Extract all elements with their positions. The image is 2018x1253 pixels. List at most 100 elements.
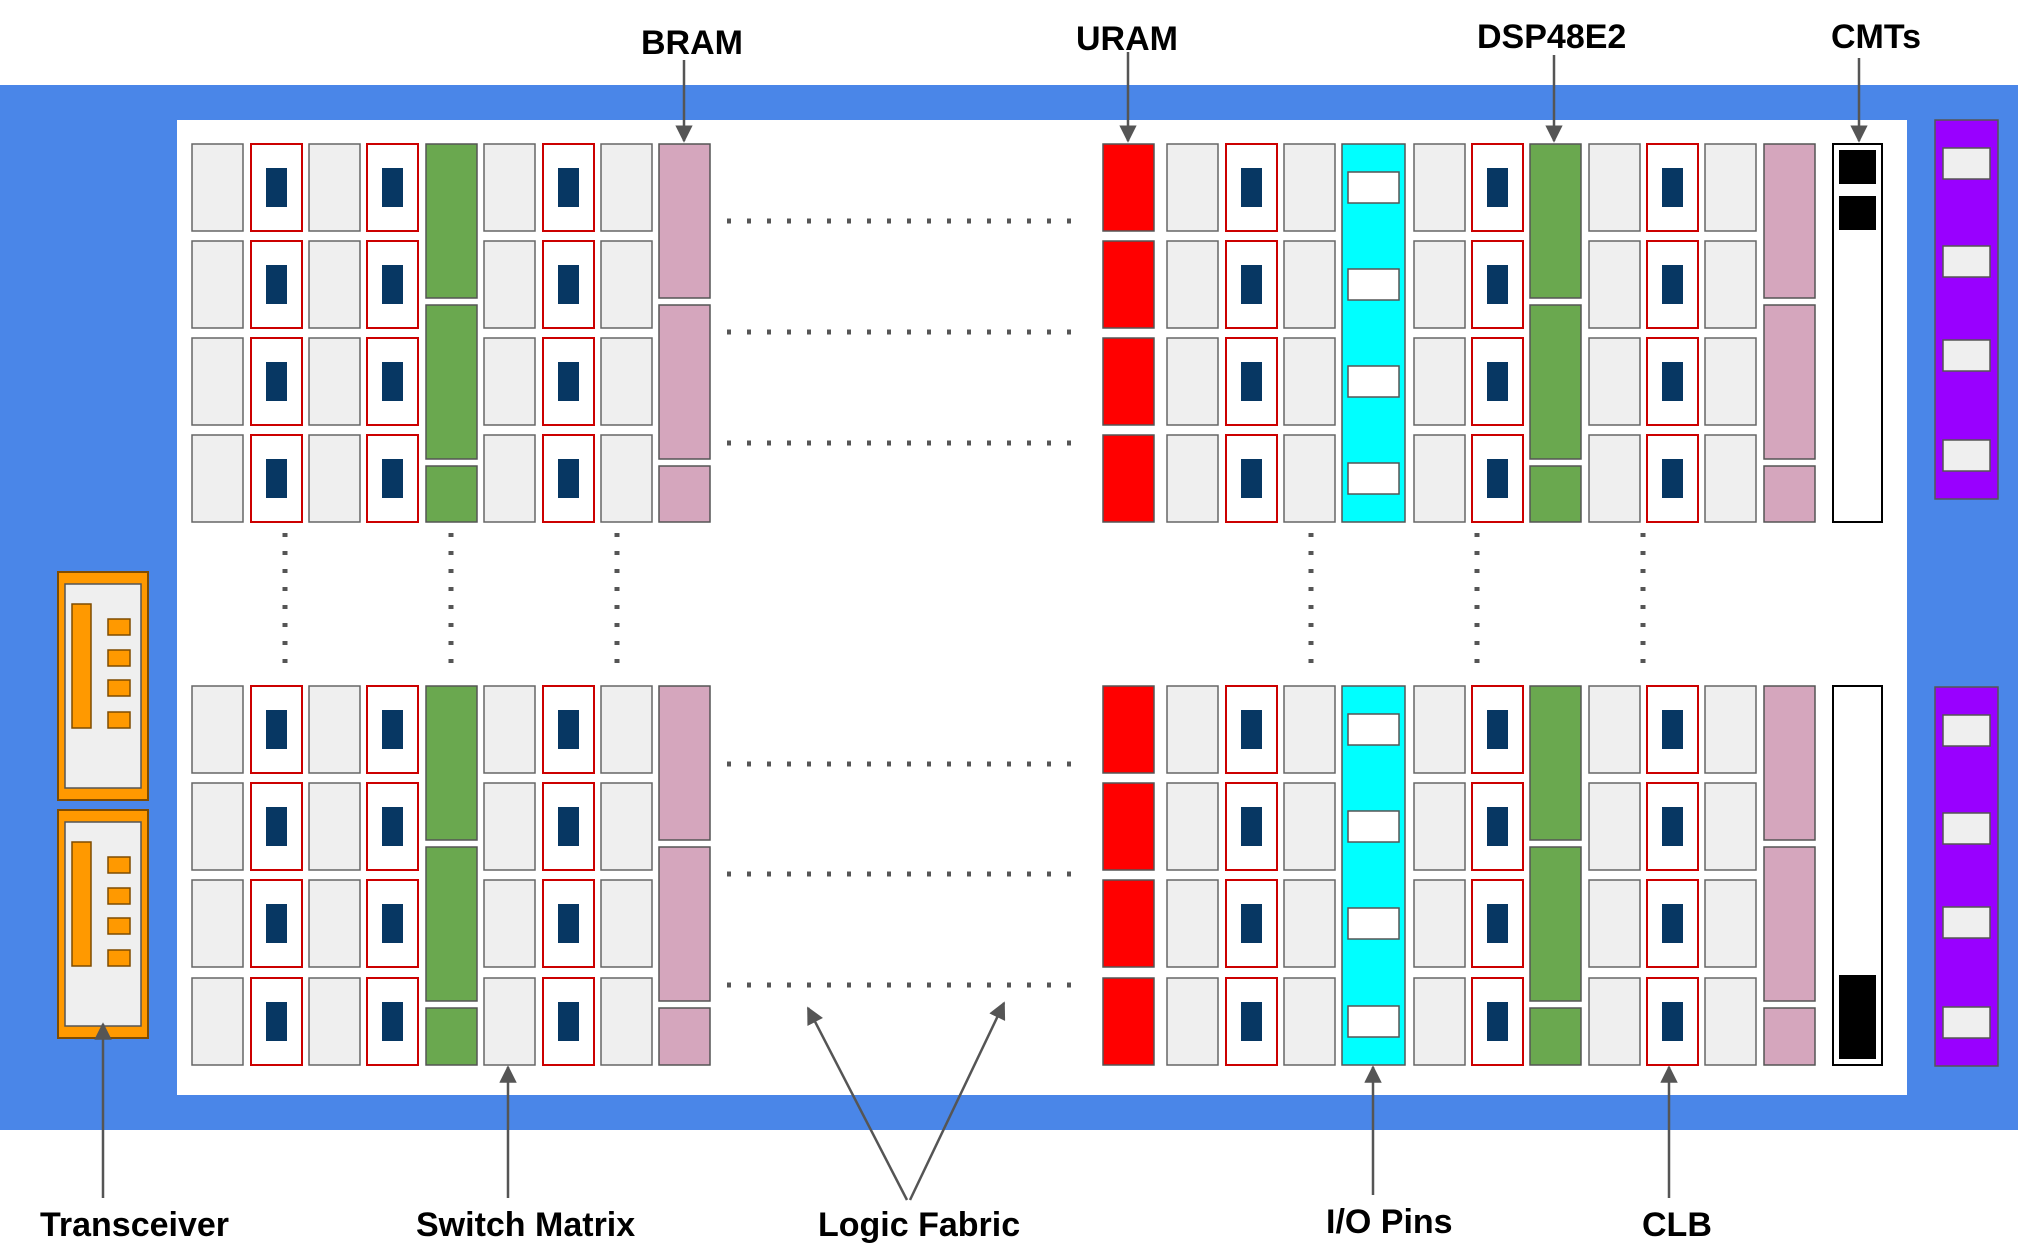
clb-lut-block — [1487, 362, 1508, 401]
uram-block — [1102, 434, 1155, 523]
clb-lut-block — [558, 459, 579, 498]
right-io-pin — [1942, 339, 1991, 372]
clb-lut-block — [1662, 710, 1683, 749]
clb-tile — [1225, 977, 1278, 1066]
switch-matrix-tile — [191, 782, 244, 871]
switch-matrix-tile — [191, 337, 244, 426]
switch-matrix-tile — [1413, 143, 1466, 232]
switch-matrix-tile — [1588, 143, 1641, 232]
io-pin — [1347, 907, 1400, 940]
switch-matrix-tile — [191, 879, 244, 968]
switch-matrix-tile — [1588, 782, 1641, 871]
bram-block — [1763, 685, 1816, 841]
clb-lut-block — [382, 1002, 403, 1041]
clb-lut-block — [266, 459, 287, 498]
clb-lut-block — [1662, 904, 1683, 943]
clb-lut-block — [266, 265, 287, 304]
clb-lut-block — [1487, 168, 1508, 207]
transceiver-port — [107, 856, 131, 874]
switch-matrix-tile — [483, 337, 536, 426]
clb-lut-block — [266, 904, 287, 943]
uram-block — [1102, 337, 1155, 426]
clb-lut-block — [1662, 1002, 1683, 1041]
clb-label: CLB — [1642, 1206, 1712, 1244]
switch-matrix-tile — [600, 337, 653, 426]
switch-matrix-tile — [191, 434, 244, 523]
switch-matrix-tile — [1704, 240, 1757, 329]
cmt-block — [1839, 975, 1876, 1059]
transceiver-port — [107, 649, 131, 667]
transceiver-port — [107, 679, 131, 697]
clb-lut-block — [1487, 807, 1508, 846]
switch-matrix-tile — [1283, 240, 1336, 329]
transceiver-lane — [71, 603, 92, 729]
dsp48e2-block — [1529, 846, 1582, 1002]
clb-lut-block — [1241, 459, 1262, 498]
switch-matrix-tile — [1166, 143, 1219, 232]
clb-lut-block — [382, 904, 403, 943]
switch-matrix-tile — [1166, 240, 1219, 329]
switch-matrix-tile — [600, 782, 653, 871]
switch-matrix-tile — [483, 685, 536, 774]
switch-matrix-tile — [308, 685, 361, 774]
transceiver-port — [107, 711, 131, 729]
clb-lut-block — [1241, 1002, 1262, 1041]
clb-tile — [366, 879, 419, 968]
clb-lut-block — [1487, 710, 1508, 749]
bram-label: BRAM — [641, 24, 743, 62]
clb-lut-block — [1662, 362, 1683, 401]
switch-matrix-tile — [1413, 685, 1466, 774]
io-pin — [1347, 462, 1400, 495]
switch-matrix-tile — [1283, 782, 1336, 871]
switch-matrix-tile — [1166, 337, 1219, 426]
switch-matrix-tile — [308, 240, 361, 329]
switch-matrix-tile — [483, 977, 536, 1066]
bram-block — [658, 143, 711, 299]
switch-matrix-tile — [1704, 685, 1757, 774]
switch-matrix-tile — [191, 143, 244, 232]
clb-lut-block — [558, 710, 579, 749]
clb-lut-block — [1662, 265, 1683, 304]
clb-lut-block — [266, 362, 287, 401]
io-column — [1341, 143, 1406, 523]
switch-matrix-tile — [1283, 977, 1336, 1066]
clb-lut-block — [1241, 362, 1262, 401]
switch-matrix-tile — [308, 977, 361, 1066]
clb-lut-block — [558, 904, 579, 943]
switch-matrix-tile — [1166, 879, 1219, 968]
uram-block — [1102, 143, 1155, 232]
switch-matrix-tile — [1704, 434, 1757, 523]
clb-lut-block — [558, 807, 579, 846]
uram-block — [1102, 685, 1155, 774]
uram-block — [1102, 240, 1155, 329]
clb-lut-block — [266, 807, 287, 846]
transceiver-port — [107, 887, 131, 905]
logic-fabric-label: Logic Fabric — [818, 1206, 1021, 1244]
clb-lut-block — [558, 362, 579, 401]
switch-matrix-tile — [483, 143, 536, 232]
clb-lut-block — [1241, 710, 1262, 749]
clb-tile — [1646, 434, 1699, 523]
switch-matrix-tile — [308, 879, 361, 968]
switch-matrix-tile — [600, 143, 653, 232]
switch-matrix-tile — [191, 977, 244, 1066]
transceiver-port — [107, 917, 131, 935]
bram-block — [658, 846, 711, 1002]
switch-matrix-tile — [483, 879, 536, 968]
switch-matrix-tile — [1283, 143, 1336, 232]
clb-lut-block — [382, 265, 403, 304]
uram-block — [1102, 977, 1155, 1066]
bram-block — [1763, 846, 1816, 1002]
uram-label: URAM — [1076, 20, 1178, 58]
clb-lut-block — [266, 168, 287, 207]
switch-matrix-tile — [1413, 782, 1466, 871]
switch-matrix-tile — [1413, 434, 1466, 523]
dsp48e2-block — [425, 465, 478, 523]
switch-matrix-tile — [600, 977, 653, 1066]
bram-block — [1763, 1007, 1816, 1066]
bram-block — [658, 465, 711, 523]
dsp48e2-block — [1529, 304, 1582, 460]
switch-matrix-tile — [1283, 879, 1336, 968]
transceiver-port — [107, 949, 131, 967]
